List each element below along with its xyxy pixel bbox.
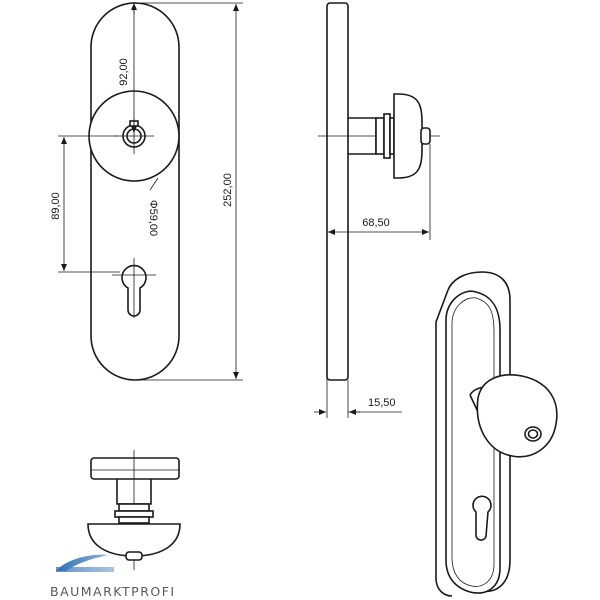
dim-15-50: 15,50 (368, 397, 396, 409)
side-plate (326, 2, 349, 381)
front-view: 92,00 89,00 252,00 Φ59,00 (50, 2, 243, 381)
side-knob (393, 93, 423, 179)
front-plate (90, 2, 180, 381)
side-view: 68,50 15,50 (314, 2, 440, 418)
iso-cylinder-icon (524, 426, 542, 442)
baumarktprofi-logo: BAUMARKTPROFI (50, 554, 176, 599)
dim-68-50: 68,50 (362, 217, 390, 229)
iso-keyhole-icon (472, 495, 492, 541)
iso-plate-back (447, 271, 511, 593)
logo-swoosh-icon (56, 554, 108, 571)
isometric-view (435, 271, 558, 597)
dim-92: 92,00 (118, 58, 130, 86)
top-plate (90, 457, 180, 480)
iso-plate-front (445, 290, 501, 594)
dim-252: 252,00 (222, 173, 234, 207)
logo-text: BAUMARKTPROFI (50, 584, 176, 599)
dim-diameter-59: Φ59,00 (147, 200, 159, 236)
top-view (87, 450, 181, 570)
dim-89: 89,00 (50, 192, 62, 220)
